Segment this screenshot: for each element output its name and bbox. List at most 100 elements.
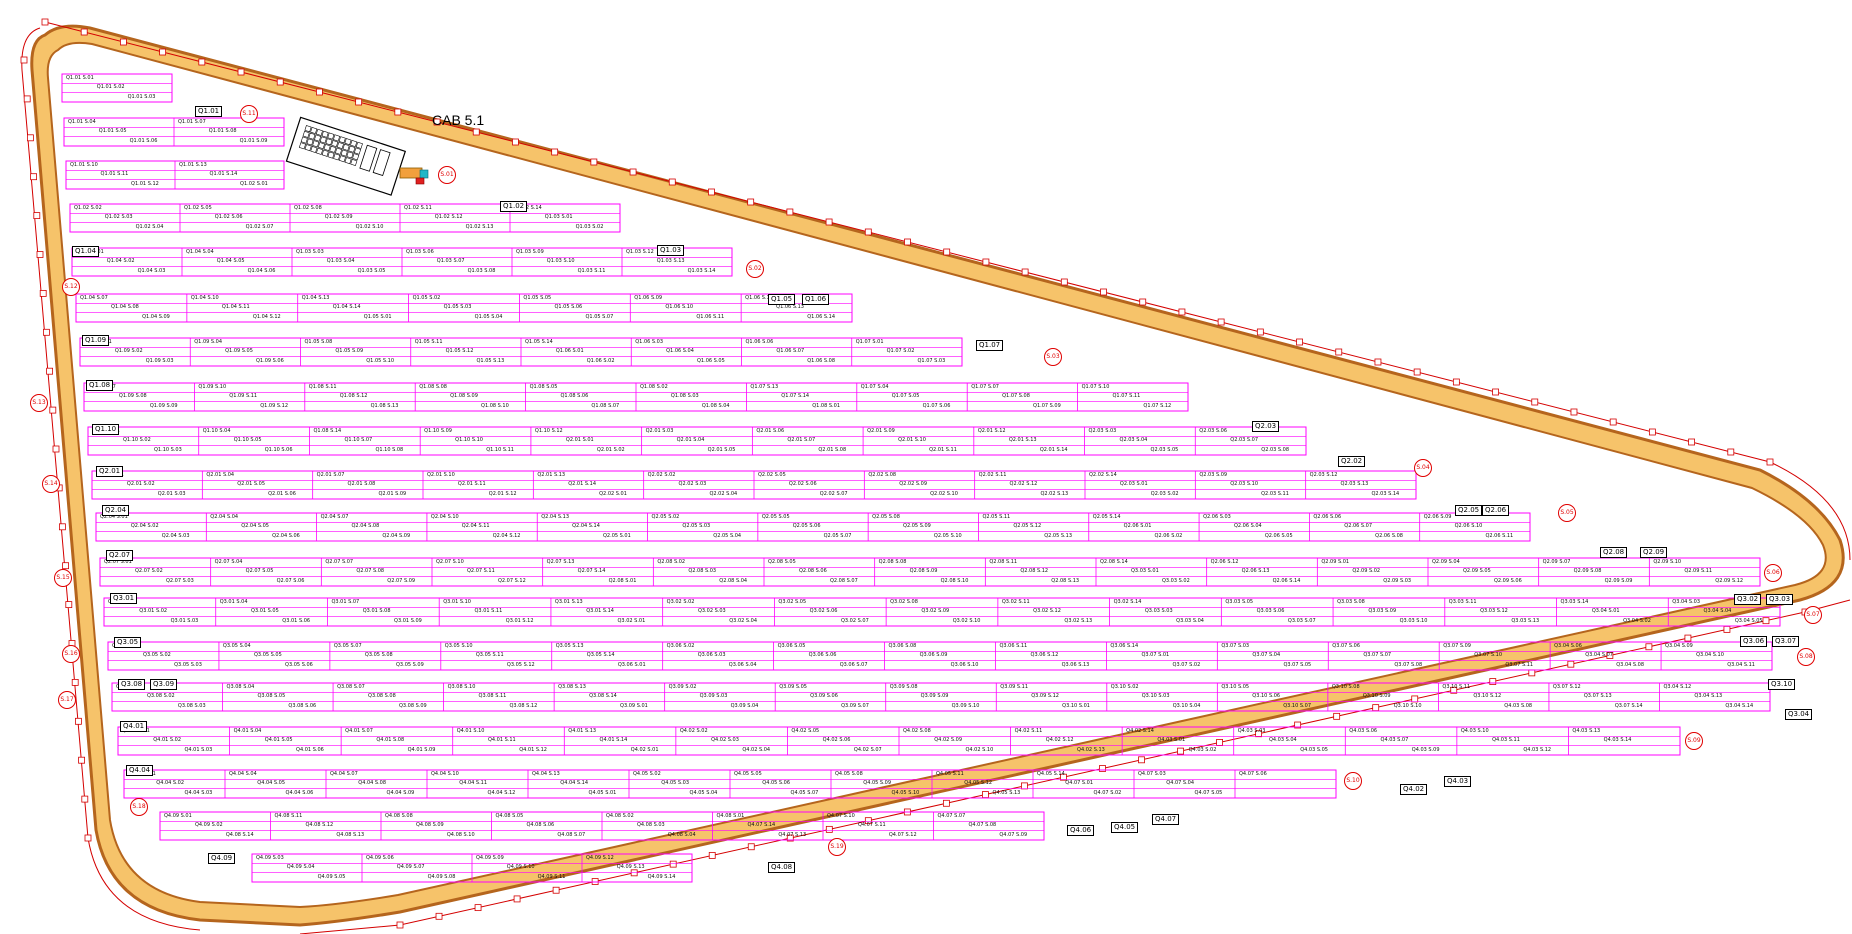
boundary-inner-edge (46, 41, 1827, 909)
table-label: Q3.05 S.13 (555, 643, 584, 649)
table-label: Q3.10 S.09 (1362, 693, 1391, 700)
table-label: Q2.07 S.05 (245, 568, 274, 575)
table-label: Q4.09 S.03 (256, 855, 284, 861)
table-label: Q3.05 S.14 (586, 652, 615, 659)
fence-post (982, 258, 990, 266)
table-label: Q4.01 S.12 (519, 746, 547, 753)
table-label: Q2.04 S.14 (572, 523, 600, 530)
area-label: Q4.03 (1444, 776, 1472, 787)
table-label: Q4.02 S.03 (711, 737, 739, 744)
table-label: Q3.03 S.09 (1368, 608, 1397, 615)
table-label: Q4.08 S.13 (336, 831, 365, 838)
table-label: Q2.03 S.14 (1371, 490, 1400, 497)
table-label: Q2.08 S.08 (878, 559, 907, 565)
table-label: Q3.07 S.09 (1443, 643, 1471, 649)
table-label: Q3.02 S.13 (1064, 617, 1093, 624)
table-label: Q1.02 S.04 (135, 223, 164, 230)
table-label: Q3.02 S.12 (1033, 608, 1061, 615)
table-label: Q3.06 S.14 (1110, 643, 1139, 649)
table-label: Q2.01 S.08 (818, 446, 847, 453)
inverter-cell (350, 158, 358, 166)
table-label: Q1.01 S.01 (66, 75, 94, 81)
table-label: Q1.03 S.14 (687, 267, 716, 274)
table-label: Q4.09 S.05 (317, 873, 346, 880)
table-label: Q1.08 S.01 (812, 402, 841, 409)
table-label: Q4.09 S.11 (537, 873, 566, 880)
fence-post (1177, 747, 1184, 755)
inverter-cell (331, 140, 339, 148)
table-label: Q3.09 S.10 (951, 702, 980, 709)
table-label: Q2.03 S.09 (1199, 472, 1228, 478)
fence-post (78, 756, 85, 764)
table-label: Q4.03 S.10 (1460, 728, 1489, 734)
table-label: Q4.01 S.05 (264, 737, 293, 744)
table-label: Q3.06 S.09 (919, 652, 948, 659)
table-label: Q2.01 S.02 (126, 481, 155, 488)
fence-line-north (44, 21, 1851, 561)
table-label: Q2.09 S.02 (1352, 568, 1381, 575)
table-label: Q2.07 S.04 (214, 559, 243, 565)
table-label: Q3.08 S.06 (288, 702, 317, 709)
table-label: Q3.04 S.14 (1725, 702, 1754, 709)
table-label: Q4.01 S.10 (456, 728, 485, 734)
inverter-cell (300, 136, 308, 144)
table-label: Q4.08 S.04 (667, 831, 696, 838)
table-label: Q3.10 S.11 (1442, 684, 1471, 690)
table-label: Q3.02 S.06 (809, 608, 838, 615)
table-label: Q2.08 S.07 (829, 577, 858, 584)
table-label: Q4.07 S.11 (857, 822, 886, 829)
area-label: Q1.01 (195, 106, 223, 117)
table-label: Q4.09 S.02 (194, 822, 223, 829)
table-label: Q4.08 S.03 (636, 822, 665, 829)
area-label: Q1.06 (802, 294, 830, 305)
cabin-building (285, 116, 407, 196)
table-label: Q2.06 S.11 (1485, 532, 1514, 539)
table-label: Q1.07 S.14 (781, 393, 810, 400)
area-label: Q1.05 (768, 294, 796, 305)
area-label: Q2.06 (1482, 505, 1510, 516)
table-label: Q1.10 S.04 (202, 428, 231, 434)
table-label: Q1.07 S.01 (855, 339, 884, 345)
area-label: Q3.01 (110, 593, 138, 604)
table-label: Q2.08 S.12 (1020, 568, 1049, 575)
table-label: Q1.10 S.11 (486, 446, 514, 453)
string-marker: S.16 (62, 645, 80, 663)
table-label: Q4.07 S.14 (747, 822, 776, 829)
table-label: Q4.02 S.08 (903, 728, 931, 734)
fence-post (84, 834, 92, 842)
table-label: Q2.05 S.07 (823, 532, 852, 539)
table-label: Q3.03 S.07 (1287, 617, 1316, 624)
table-label: Q4.03 S.02 (1188, 746, 1217, 753)
table-label: Q2.04 S.10 (430, 514, 459, 520)
table-label: Q3.10 S.03 (1141, 693, 1170, 700)
table-label: Q1.09 S.02 (114, 348, 143, 355)
table-label: Q3.04 S.12 (1663, 684, 1692, 690)
table-label: Q1.08 S.04 (701, 402, 730, 409)
table-label: Q3.01 S.06 (282, 617, 311, 624)
table-label: Q2.02 S.09 (899, 481, 928, 488)
table-label: Q2.08 S.06 (798, 568, 827, 575)
table-label: Q1.01 S.10 (70, 162, 98, 168)
table-label: Q1.06 S.03 (635, 339, 664, 345)
table-label: Q3.06 S.08 (888, 643, 917, 649)
table-label: Q1.03 S.03 (296, 249, 324, 255)
table-label: Q1.04 S.07 (80, 295, 108, 301)
table-label: Q3.05 S.06 (285, 661, 313, 668)
table-label: Q2.02 S.08 (868, 472, 897, 478)
table-label: Q1.06 S.11 (696, 313, 725, 320)
string-marker: S.02 (746, 260, 764, 278)
table-label: Q2.05 S.09 (903, 523, 931, 530)
table-label: Q3.08 S.07 (337, 684, 365, 690)
table-label: Q2.03 S.08 (1261, 446, 1290, 453)
table-label: Q2.01 S.08 (347, 481, 376, 488)
table-label: Q4.03 S.06 (1349, 728, 1378, 734)
fence-post (33, 212, 41, 220)
table-label: Q3.07 S.13 (1583, 693, 1612, 700)
table-label: Q2.08 S.10 (940, 577, 969, 584)
table-label: Q3.10 S.01 (1062, 702, 1090, 709)
fence-post (1489, 678, 1497, 685)
table-label: Q4.07 S.05 (1194, 789, 1223, 796)
table-label: Q2.08 S.04 (719, 577, 748, 584)
table-label: Q3.01 S.09 (394, 617, 422, 624)
table-label: Q1.02 S.12 (434, 214, 463, 221)
